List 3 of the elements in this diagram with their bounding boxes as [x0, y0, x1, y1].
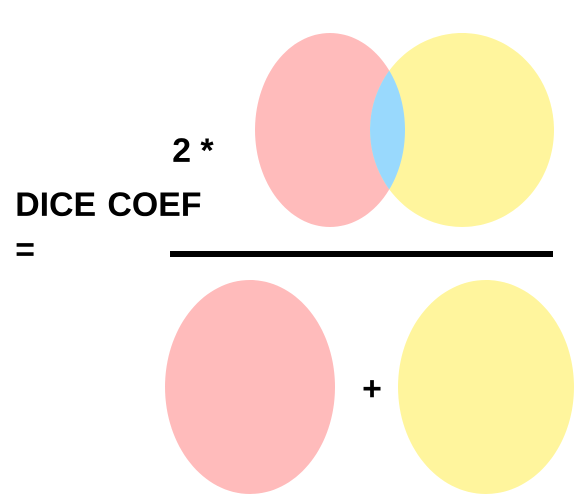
formula-label: DICE COEF =: [16, 192, 200, 256]
coefficient-label: 2 *: [173, 138, 214, 162]
plus-sign: +: [364, 380, 381, 398]
